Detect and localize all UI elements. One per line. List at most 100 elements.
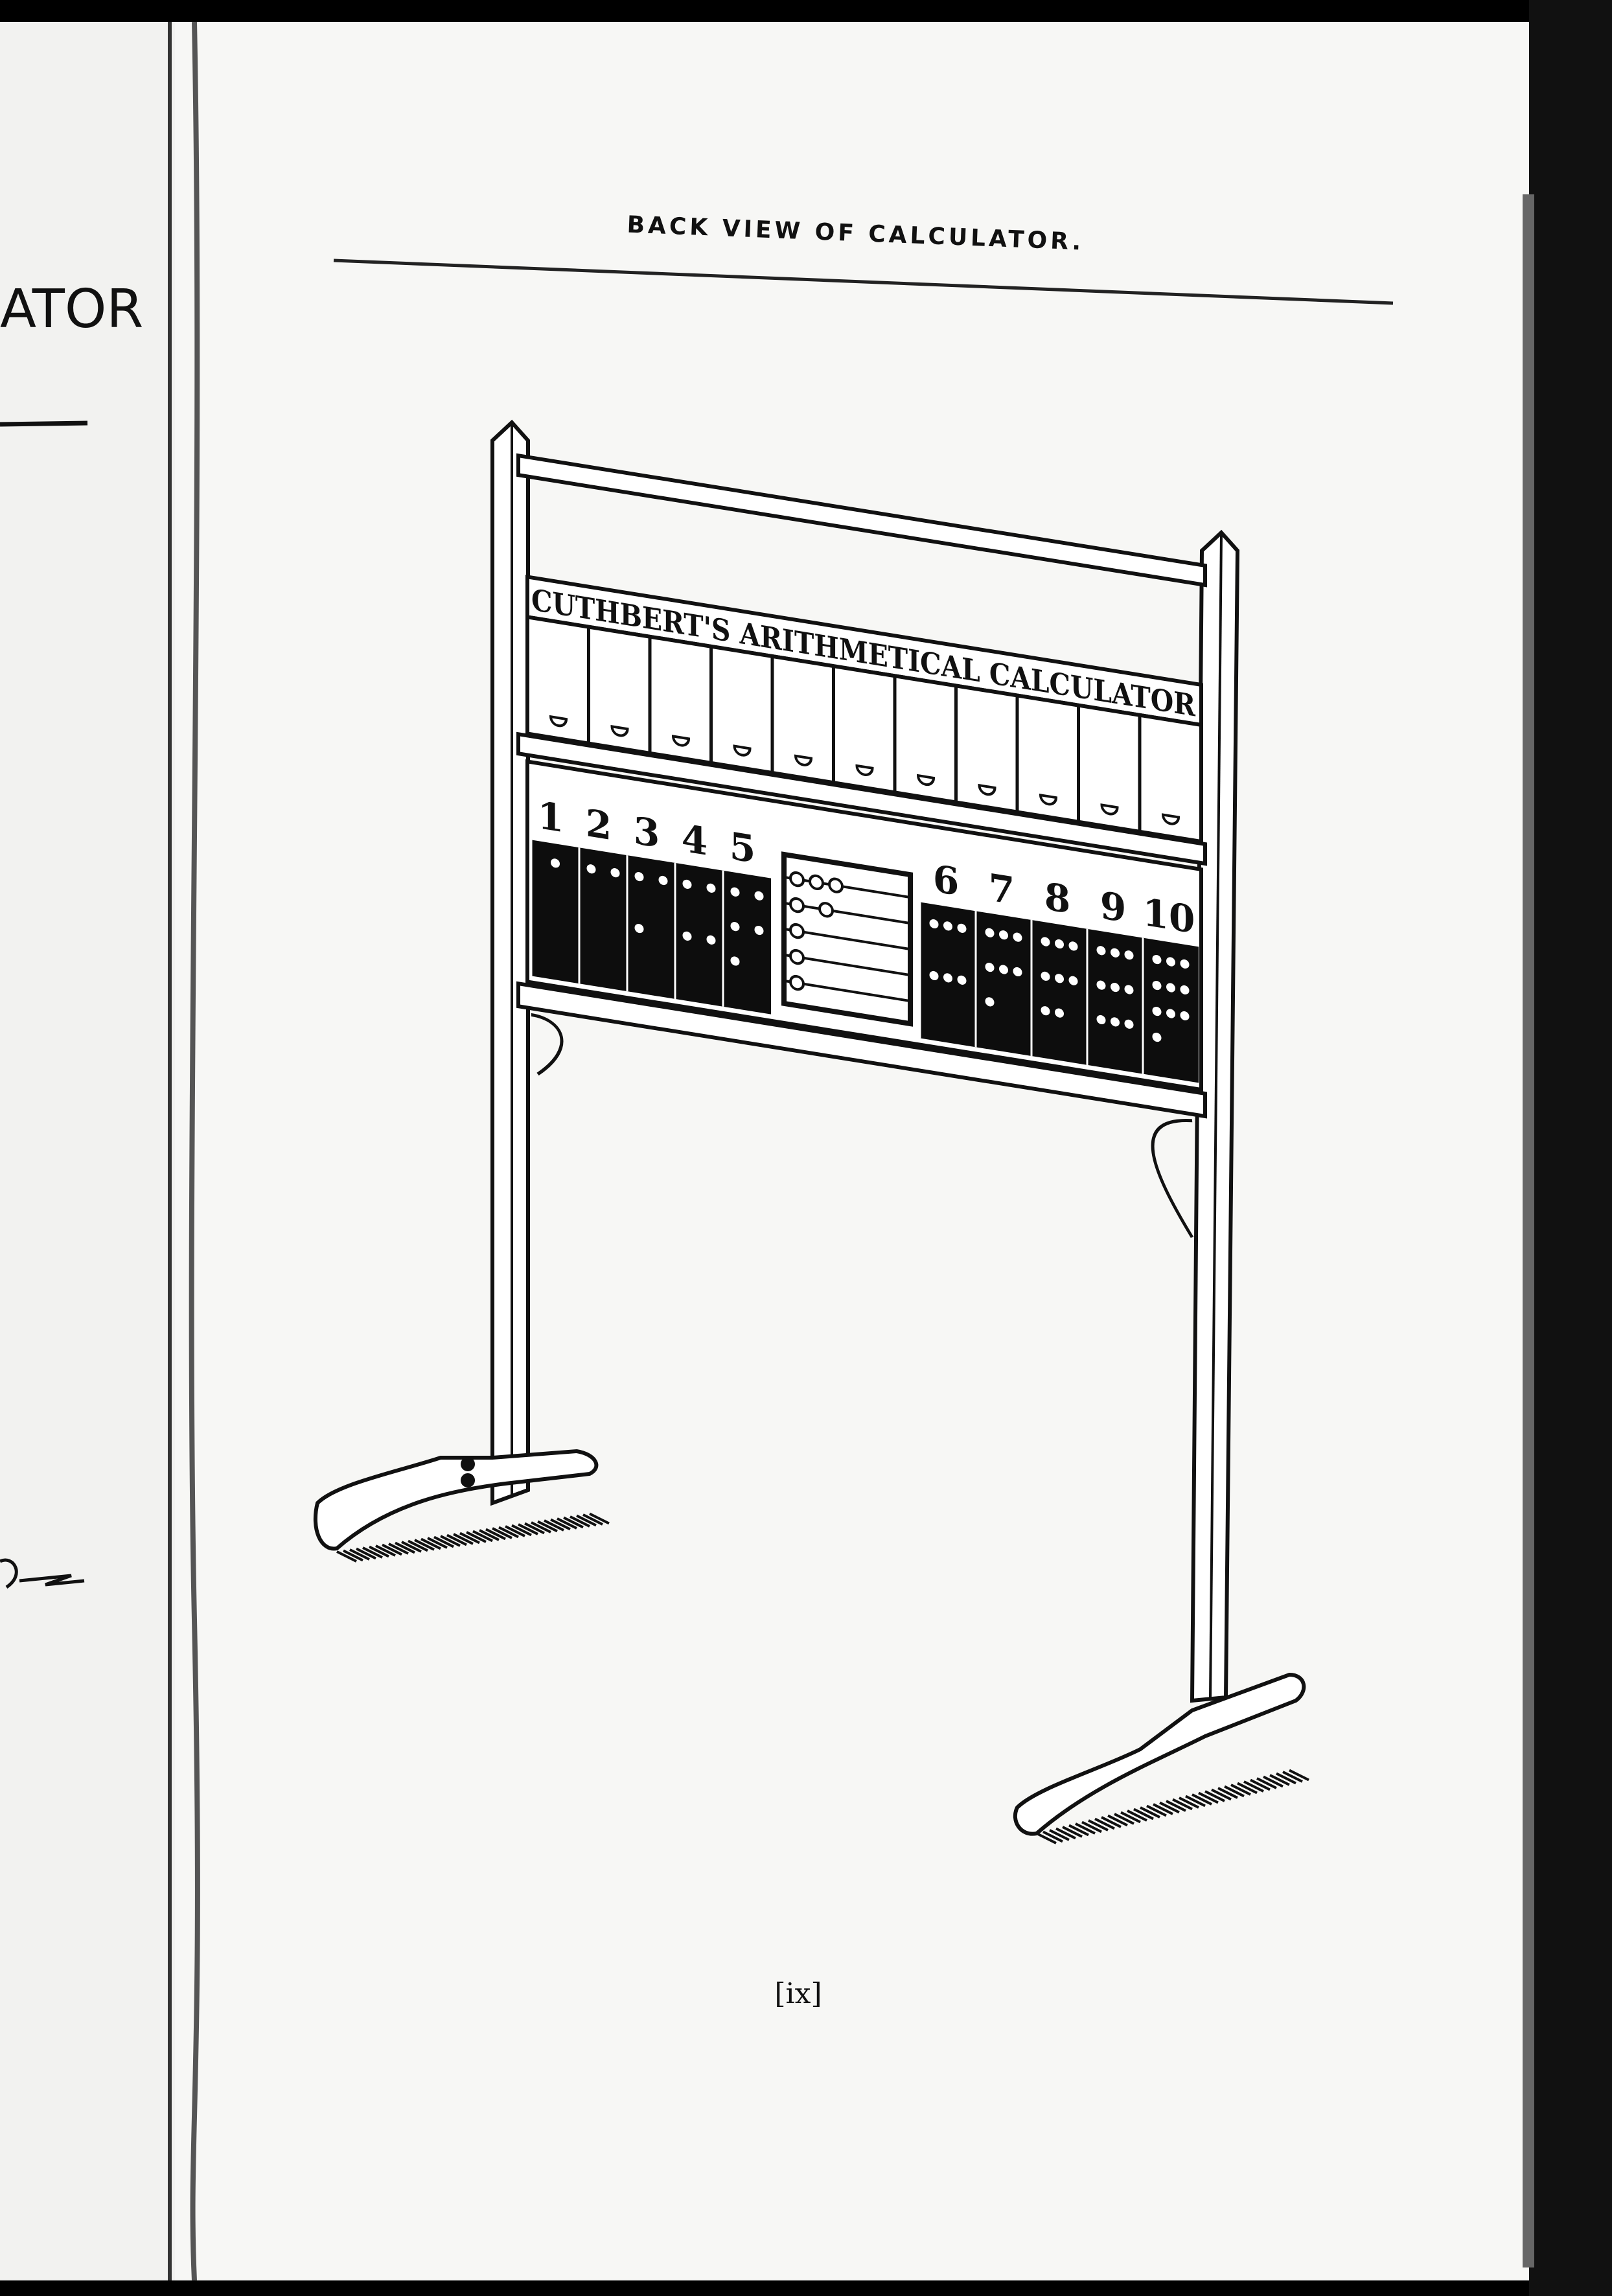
count-dot <box>1096 946 1106 956</box>
count-dot <box>706 883 716 893</box>
count-dot <box>1111 1017 1120 1027</box>
grass-shading <box>336 1512 1309 1844</box>
left-page <box>0 22 175 2280</box>
count-dot <box>1055 939 1064 949</box>
count-dot <box>586 864 596 874</box>
grass-stroke <box>544 1519 564 1532</box>
page-number: [ix] <box>774 1977 822 2010</box>
abacus-bead <box>789 974 805 991</box>
grass-stroke <box>1243 1780 1264 1793</box>
grass-stroke <box>1282 1771 1303 1783</box>
grass-stroke <box>414 1539 435 1551</box>
grass-stroke <box>550 1518 571 1531</box>
page-gutter <box>189 21 200 2281</box>
grass-stroke <box>589 1512 610 1525</box>
count-dot <box>1111 982 1120 993</box>
grass-stroke <box>1230 1784 1251 1796</box>
number-label: 6 <box>933 856 959 904</box>
grass-stroke <box>1140 1806 1160 1819</box>
title-rule <box>333 258 1394 305</box>
grass-stroke <box>1055 1827 1076 1840</box>
count-dot <box>1124 950 1134 960</box>
grass-stroke <box>1094 1817 1115 1830</box>
grass-stroke <box>395 1541 415 1554</box>
page-edge-shadow <box>1523 194 1534 2267</box>
grass-stroke <box>537 1520 558 1533</box>
count-dot <box>929 970 939 981</box>
grass-stroke <box>1042 1830 1063 1843</box>
grass-stroke <box>336 1550 357 1563</box>
grass-stroke <box>1192 1793 1212 1806</box>
grass-stroke <box>1107 1814 1128 1827</box>
grass-stroke <box>531 1521 551 1533</box>
abacus-bead <box>809 874 824 891</box>
grass-stroke <box>427 1537 448 1549</box>
count-dot <box>1096 980 1106 990</box>
number-label: 10 <box>1143 890 1195 942</box>
count-dot <box>1166 983 1175 993</box>
count-dot <box>706 935 716 945</box>
left-page-heading: ATOR <box>0 279 143 340</box>
grass-stroke <box>408 1539 428 1552</box>
grass-stroke <box>362 1546 383 1559</box>
count-dot <box>1055 1008 1064 1018</box>
left-page-rule <box>0 420 88 427</box>
grass-stroke <box>446 1533 467 1546</box>
grass-stroke <box>369 1545 389 1558</box>
count-dot <box>1068 976 1078 985</box>
count-dot <box>1068 941 1078 951</box>
grass-stroke <box>1172 1798 1193 1811</box>
count-dot <box>1166 1009 1175 1018</box>
count-dot <box>957 975 967 985</box>
grass-stroke <box>1185 1795 1206 1808</box>
grass-stroke <box>479 1529 500 1541</box>
grass-stroke <box>524 1522 545 1535</box>
count-dot <box>1013 967 1022 977</box>
number-label: 9 <box>1100 882 1126 931</box>
grass-stroke <box>1062 1826 1083 1838</box>
grass-stroke <box>492 1527 512 1539</box>
slot-pull-icon <box>916 774 936 786</box>
grass-stroke <box>1217 1787 1238 1799</box>
right-counting-strips <box>920 902 1199 1083</box>
number-label: 7 <box>989 865 1015 913</box>
number-label: 3 <box>634 808 660 856</box>
count-dot <box>1166 957 1175 967</box>
count-dot <box>754 891 764 901</box>
count-dot <box>658 875 668 886</box>
grass-stroke <box>1204 1790 1225 1802</box>
count-dot <box>1124 1019 1134 1029</box>
grass-stroke <box>388 1543 409 1555</box>
abacus-bead <box>818 902 834 918</box>
grass-stroke <box>453 1533 474 1545</box>
count-dot <box>1180 985 1190 995</box>
grass-stroke <box>563 1516 584 1529</box>
grass-stroke <box>1198 1791 1219 1804</box>
slot-pull-icon <box>1039 793 1058 806</box>
count-dot <box>1041 971 1050 981</box>
grass-stroke <box>1114 1813 1134 1825</box>
grass-stroke <box>576 1514 597 1527</box>
grass-stroke <box>1133 1808 1154 1820</box>
middle-rail <box>516 731 1207 866</box>
grass-stroke <box>1256 1777 1277 1789</box>
grass-stroke <box>582 1513 603 1526</box>
grass-stroke <box>466 1531 487 1543</box>
count-dot <box>985 997 995 1007</box>
count-dot <box>1041 1006 1050 1016</box>
grass-stroke <box>505 1525 525 1537</box>
abacus-bead <box>789 948 805 965</box>
abacus-wire <box>784 901 910 925</box>
grass-stroke <box>1146 1804 1167 1817</box>
grass-stroke <box>1179 1797 1199 1809</box>
grass-stroke <box>356 1547 376 1560</box>
count-dot <box>1152 954 1162 965</box>
count-dot <box>1041 937 1050 947</box>
count-dot <box>1180 1011 1190 1021</box>
grass-stroke <box>1101 1816 1122 1828</box>
count-dot <box>1152 980 1162 991</box>
slot-pull-icon <box>1100 803 1119 816</box>
grass-stroke <box>472 1530 493 1543</box>
count-dot <box>943 921 952 931</box>
